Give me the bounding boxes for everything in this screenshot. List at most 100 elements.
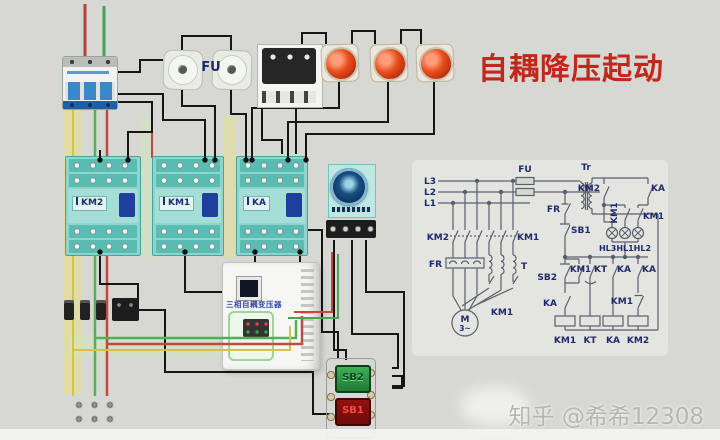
autotransformer-side-panel — [301, 269, 314, 361]
schematic-diagram: L3 L2 L1 FU Tr FR SB1 KM2 KM1 FR T KM1 M… — [424, 163, 665, 346]
label-tr: Tr — [581, 163, 591, 173]
nameplate-mark — [163, 197, 165, 205]
contactor-body: KM1 — [155, 189, 221, 223]
contactor-km1: KM1 — [152, 156, 224, 256]
contactor-nameplate: KM2 — [72, 196, 108, 211]
terminal-strip — [326, 220, 376, 238]
thermal-relay — [257, 44, 323, 108]
watermark: 知乎 @希希12308 — [508, 404, 704, 430]
thermal-relay-base — [262, 91, 316, 103]
bottom-terminal-dots — [72, 398, 119, 426]
label-sb1: SB1 — [571, 226, 591, 236]
breaker-base — [63, 101, 117, 109]
label-ka-seal: KA — [543, 299, 557, 309]
indicator-lamp-3 — [415, 43, 455, 83]
junction-box — [112, 298, 139, 321]
time-relay-dial — [330, 168, 368, 206]
thermal-relay-body — [262, 48, 316, 84]
label-fu: FU — [518, 165, 531, 175]
label-coil-kt: KT — [583, 336, 597, 346]
contactor-terminal-row — [69, 240, 137, 253]
indicator-lamp-1 — [320, 43, 360, 83]
contactor-terminal-row — [156, 240, 220, 253]
stop-button: SB1 — [335, 398, 371, 426]
contactor-label: KM2 — [81, 198, 104, 208]
control-circuit-lines — [554, 178, 654, 331]
contactor-coil-cover — [119, 193, 135, 217]
indicator-lamp-2 — [369, 43, 409, 83]
label-l2: L2 — [424, 188, 436, 198]
label-km2-main: KM2 — [427, 233, 449, 243]
clamp-bolt — [96, 300, 106, 320]
contactor-terminal-row — [240, 225, 304, 238]
clamp-bolt — [64, 300, 74, 320]
contactor-body: KM2 — [68, 189, 138, 223]
relay-ka: KA — [236, 156, 308, 256]
label-ka-contact2: KA — [642, 265, 656, 275]
label-ka-lamp: KA — [651, 184, 665, 194]
lamp-bulb — [323, 46, 359, 82]
clamp-bolt — [80, 300, 90, 320]
autotransformer-box: 三相自耦变压器 — [222, 262, 320, 370]
label-km2-lamp: KM2 — [578, 184, 600, 194]
autotransformer-window — [236, 276, 262, 301]
label-fr-overload: FR — [429, 260, 442, 270]
contactor-terminal-row — [240, 159, 304, 172]
contactor-terminal-row — [156, 174, 220, 187]
autotransformer-terminals — [243, 319, 269, 337]
time-relay-scale — [332, 207, 370, 212]
pushbutton-station: SB2 SB1 — [326, 358, 376, 438]
label-ka-contact: KA — [617, 265, 631, 275]
lamp-bulb — [372, 46, 408, 82]
contactor-nameplate: KM1 — [159, 196, 195, 211]
nameplate-mark — [76, 197, 78, 205]
label-coil-ka: KA — [606, 336, 620, 346]
contactor-terminal-row — [156, 225, 220, 238]
nameplate-mark — [247, 197, 249, 205]
breaker-label-line — [67, 71, 109, 74]
contactor-body: KA — [239, 189, 305, 223]
lamp-bulb — [418, 46, 454, 82]
contactor-km2: KM2 — [65, 156, 141, 256]
label-lamps: HL3HL1HL2 — [599, 244, 651, 253]
contactor-terminal-row — [240, 174, 304, 187]
label-l3: L3 — [424, 177, 436, 187]
power-circuit-lines — [438, 176, 600, 337]
label-km1-hold: KM1 — [570, 265, 591, 275]
label-l1: L1 — [424, 199, 436, 209]
label-motor: M — [461, 315, 470, 325]
label-coil-km1: KM1 — [554, 336, 576, 346]
breaker-switch-levers — [65, 82, 115, 100]
contactor-terminal-row — [156, 159, 220, 172]
label-fr-contact: FR — [547, 205, 560, 215]
label-km1-star: KM1 — [491, 308, 513, 318]
label-coil-km2: KM2 — [627, 336, 649, 346]
label-kt-contact: KT — [594, 265, 608, 275]
label-sb2: SB2 — [537, 273, 557, 283]
start-button: SB2 — [335, 365, 371, 393]
bottom-strip — [0, 429, 720, 440]
circuit-breaker — [62, 56, 118, 110]
page-title: 自耦降压起动 — [478, 52, 664, 87]
label-km1-interlock: KM1 — [611, 297, 633, 307]
schematic-labels: L3 L2 L1 FU Tr FR SB1 KM2 KM1 FR T KM1 M… — [424, 163, 665, 346]
breaker-terminals — [63, 57, 117, 67]
watermark-blob — [460, 386, 530, 426]
label-t: T — [521, 262, 528, 272]
contactor-nameplate: KA — [243, 196, 270, 211]
label-km1-lamp: KM1 — [643, 212, 664, 222]
contactor-label: KA — [252, 198, 266, 208]
wire-clamp-rail — [64, 300, 114, 320]
contactor-coil-cover — [286, 193, 302, 217]
fuse-label: FU — [201, 60, 221, 75]
control-transformer-symbol — [580, 177, 659, 331]
contactor-terminal-row — [69, 159, 137, 172]
autotransformer-label: 三相自耦变压器 — [226, 300, 282, 309]
contactor-terminal-row — [69, 225, 137, 238]
contactor-terminal-row — [69, 174, 137, 187]
schematic-background — [412, 160, 668, 356]
contactor-label: KM1 — [168, 198, 191, 208]
label-km1-main: KM1 — [517, 233, 539, 243]
contactor-terminal-row — [240, 240, 304, 253]
label-km1-lamp-vert: KM1 — [610, 202, 620, 223]
